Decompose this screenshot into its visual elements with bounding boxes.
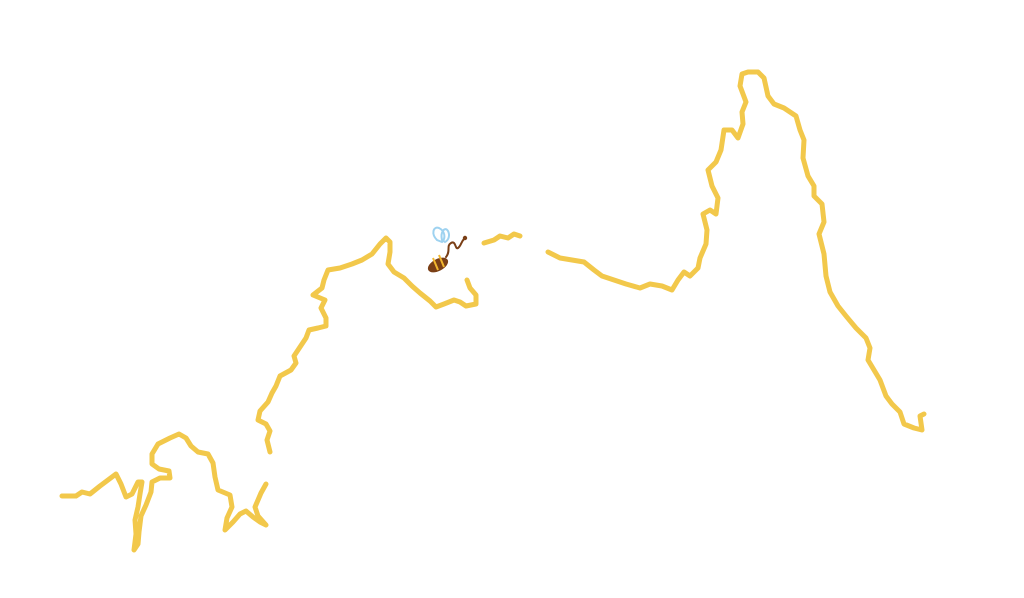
- bee-stripe-2: [438, 254, 445, 268]
- trail-segment-climb: [255, 235, 479, 455]
- trail-segment-ridge: [481, 231, 523, 246]
- trail-segment-right: [545, 69, 927, 433]
- bee-antenna-tip: [462, 235, 468, 241]
- bee-wing-front: [432, 226, 446, 244]
- bee-wing-back: [440, 228, 450, 244]
- bee-stripe-1: [432, 257, 439, 271]
- trail-segment-left: [59, 431, 269, 553]
- bee-body: [427, 257, 449, 273]
- bee-antenna: [445, 238, 465, 258]
- bee-icon: [427, 226, 468, 273]
